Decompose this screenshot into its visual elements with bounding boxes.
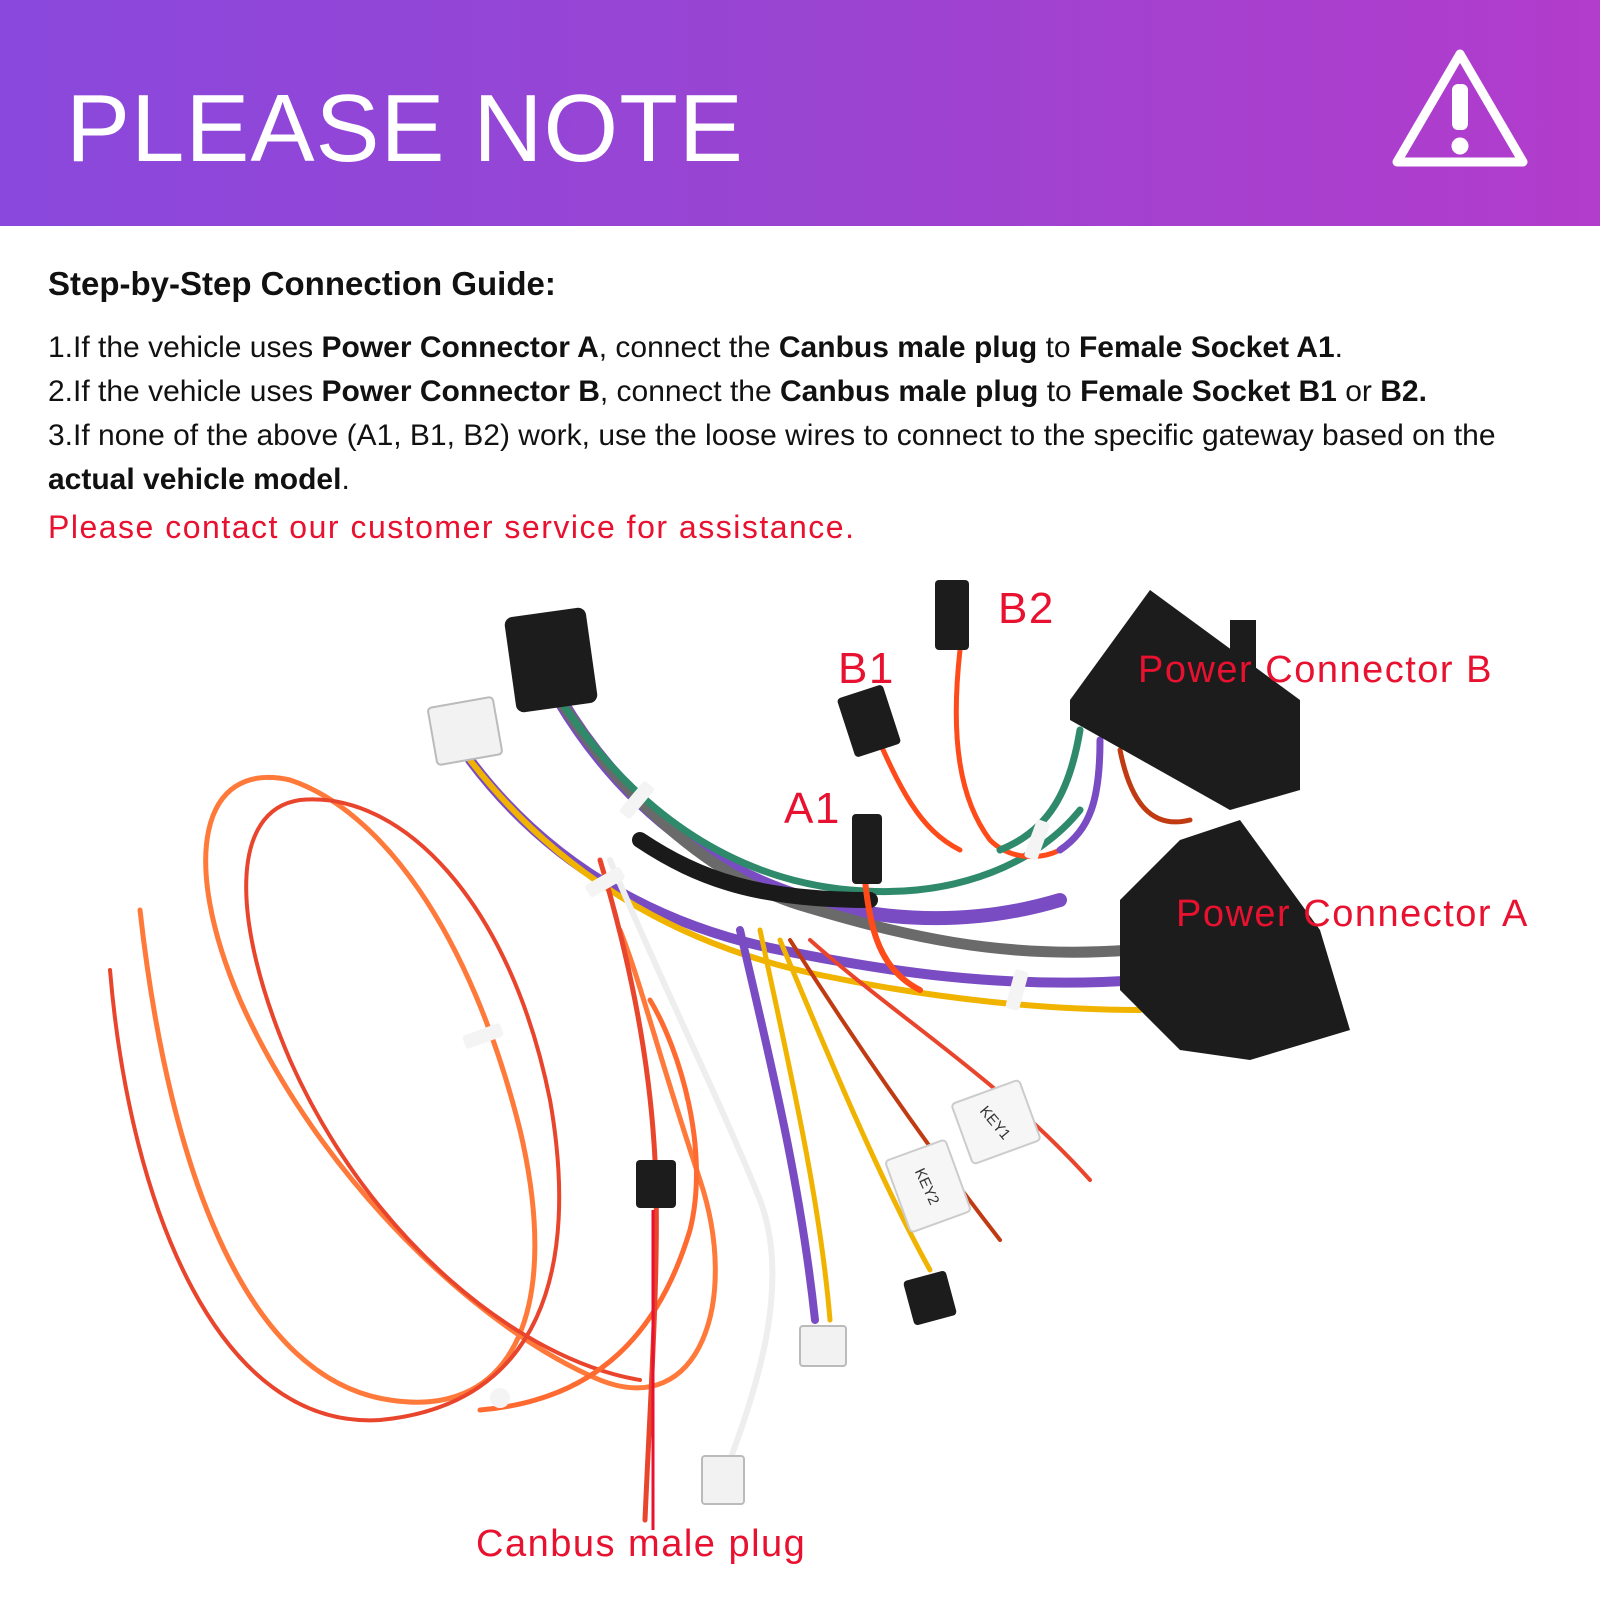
step-text: , connect the	[599, 375, 780, 408]
wiring-harness-illustration: KEY1 KEY2	[108, 580, 1350, 1530]
guide-step-2: 2.If the vehicle uses Power Connector B,…	[48, 370, 1578, 414]
step-emphasis: Power Connector A	[321, 331, 599, 364]
connection-guide: Step-by-Step Connection Guide: 1.If the …	[48, 264, 1578, 549]
contact-note: Please contact our customer service for …	[48, 509, 856, 545]
label-b2: B2	[998, 584, 1055, 633]
step-emphasis: Canbus male plug	[778, 331, 1038, 364]
step-text: .	[341, 463, 350, 496]
step-emphasis: Power Connector B	[321, 375, 600, 408]
label-power-connector-a: Power Connector A	[1176, 893, 1529, 935]
step-emphasis: actual vehicle model	[48, 463, 342, 496]
label-b1: B1	[838, 644, 895, 693]
step-emphasis: Female Socket B1	[1080, 375, 1337, 408]
step-text: to	[1038, 375, 1081, 408]
step-emphasis: Female Socket A1	[1078, 331, 1335, 364]
label-canbus-male-plug: Canbus male plug	[476, 1523, 807, 1565]
guide-step-1: 1.If the vehicle uses Power Connector A,…	[48, 326, 1578, 370]
warning-triangle-icon	[1392, 49, 1528, 167]
key2-tag: KEY2	[885, 1139, 971, 1233]
step-text: 3.If none of the above (A1, B1, B2) work…	[48, 419, 1496, 452]
step-text: 2.If the vehicle uses	[48, 375, 322, 408]
guide-step-3: 3.If none of the above (A1, B1, B2) work…	[48, 414, 1578, 502]
key1-tag: KEY1	[951, 1079, 1041, 1165]
step-text: 1.If the vehicle uses	[48, 331, 322, 364]
step-text: to	[1037, 331, 1079, 364]
step-text: or	[1336, 375, 1381, 408]
label-a1: A1	[784, 784, 841, 833]
label-power-connector-b: Power Connector B	[1138, 649, 1493, 691]
step-emphasis: Canbus male plug	[780, 375, 1039, 408]
header-banner: PLEASE NOTE	[0, 0, 1600, 226]
step-emphasis: B2.	[1380, 375, 1427, 408]
step-text: .	[1334, 331, 1343, 364]
step-text: , connect the	[598, 331, 779, 364]
banner-title: PLEASE NOTE	[66, 75, 744, 182]
guide-title: Step-by-Step Connection Guide:	[48, 265, 556, 302]
